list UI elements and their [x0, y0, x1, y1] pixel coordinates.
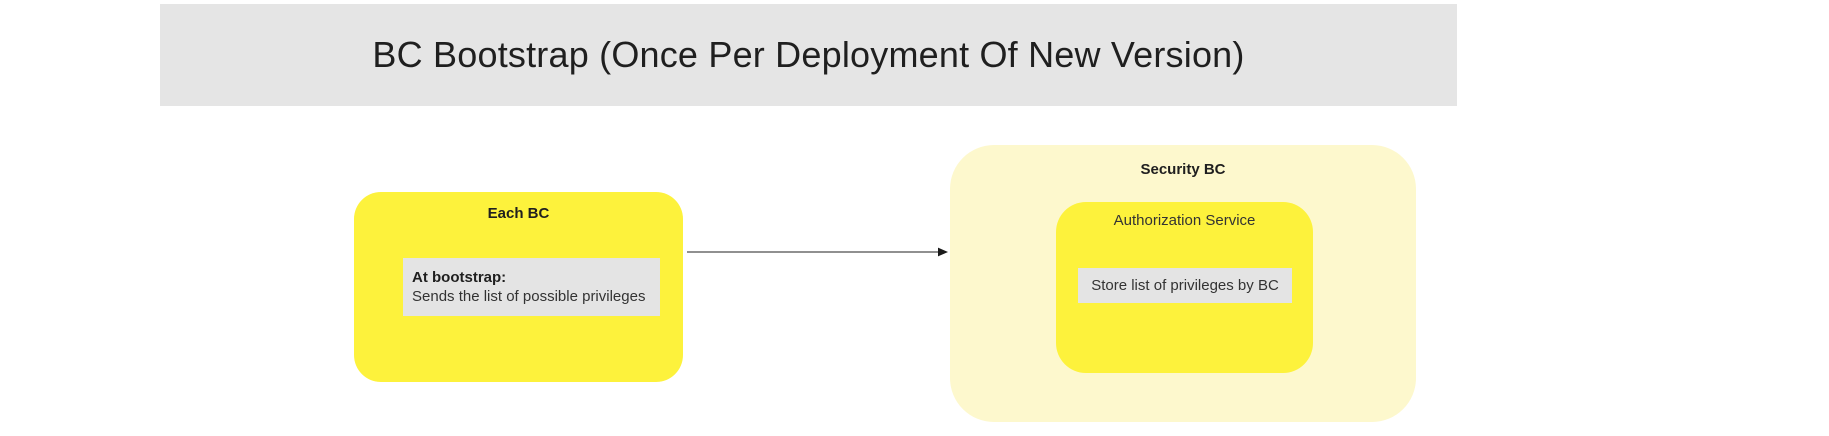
- node-security-bc[interactable]: Security BC Authorization Service Store …: [950, 145, 1416, 422]
- note-body: Store list of privileges by BC: [1091, 277, 1279, 294]
- note-heading: At bootstrap:: [412, 269, 507, 286]
- note-body: Sends the list of possible privileges: [412, 288, 646, 305]
- node-each-bc[interactable]: Each BC At bootstrap: Sends the list of …: [354, 192, 683, 382]
- flow-arrow[interactable]: [687, 245, 949, 259]
- node-authorization-service-note[interactable]: Store list of privileges by BC: [1078, 268, 1292, 303]
- diagram-title-bar[interactable]: BC Bootstrap (Once Per Deployment Of New…: [160, 4, 1457, 106]
- node-authorization-service[interactable]: Authorization Service Store list of priv…: [1056, 202, 1313, 373]
- node-security-bc-title: Security BC: [1140, 161, 1226, 178]
- flow-arrow-head-icon: [938, 247, 948, 257]
- node-authorization-service-title: Authorization Service: [1113, 212, 1256, 229]
- node-each-bc-note[interactable]: At bootstrap: Sends the list of possible…: [403, 258, 660, 316]
- diagram-title: BC Bootstrap (Once Per Deployment Of New…: [372, 34, 1245, 75]
- node-each-bc-title: Each BC: [487, 205, 550, 222]
